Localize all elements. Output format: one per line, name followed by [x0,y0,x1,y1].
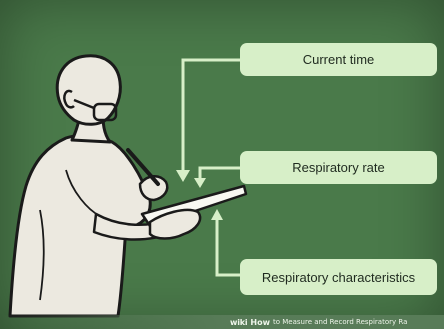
pen-icon [126,148,160,186]
head-shape [55,54,122,126]
label-respiratory-characteristics: Respiratory characteristics [240,259,437,295]
footer-bar [0,315,444,329]
coat-folds [39,169,101,301]
front-hand-shape [148,208,202,240]
arrow-connector [181,58,240,277]
label-respiratory-characteristics-text: Respiratory characteristics [261,269,416,285]
label-respiratory-rate-text: Respiratory rate [292,160,385,175]
arrow-heads [176,170,223,220]
label-current-time-text: Current time [302,52,375,67]
watermark-title: to Measure and Record Respiratory Ra [273,318,408,326]
wikihow-logo: wiki [230,317,248,327]
glasses-icon [73,98,118,122]
ear-shape [63,89,75,109]
watermark: wiki How to Measure and Record Respirato… [230,316,442,328]
wikihow-how: How [250,317,270,327]
label-current-time: Current time [240,43,437,76]
label-respiratory-rate: Respiratory rate [240,151,437,184]
